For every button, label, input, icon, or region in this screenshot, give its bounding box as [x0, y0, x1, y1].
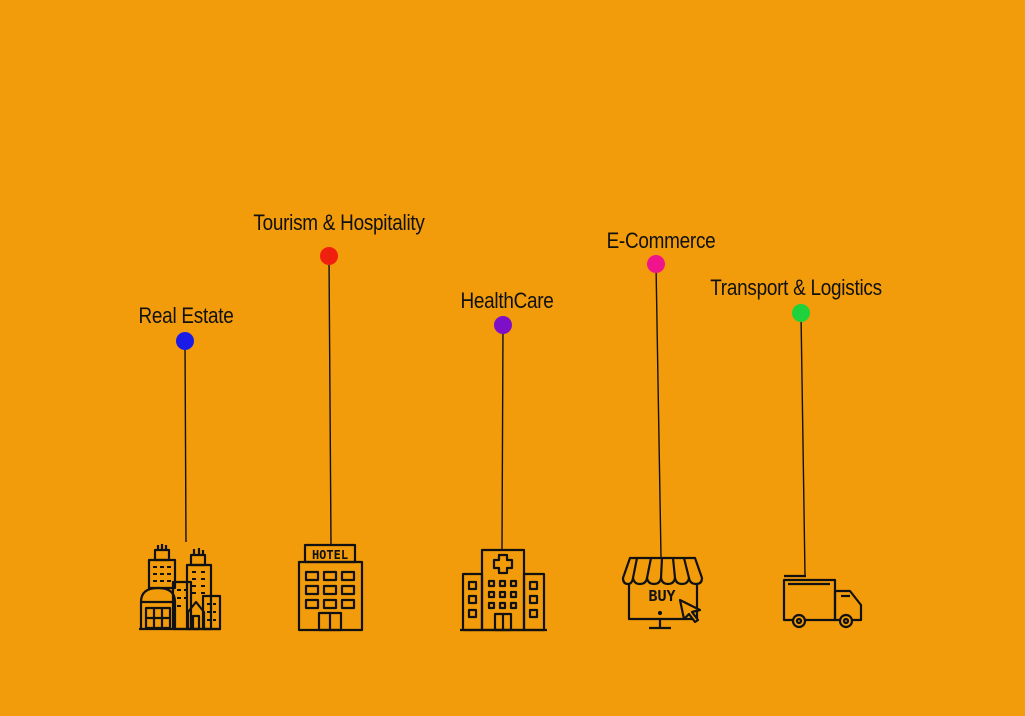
city-buildings-icon: [139, 544, 222, 631]
hotel-sign-text: HOTEL: [312, 548, 348, 562]
label-transport-logistics: Transport & Logistics: [710, 275, 882, 300]
online-shop-icon: [621, 556, 704, 630]
marker-dot-ecommerce: [647, 255, 665, 273]
connector-line-real-estate: [184, 340, 187, 543]
label-healthcare: HealthCare: [460, 288, 554, 313]
marker-dot-transport: [792, 304, 810, 322]
connector-line-tourism: [328, 255, 332, 546]
label-tourism-hospitality: Tourism & Hospitality: [253, 210, 425, 235]
hospital-icon: [460, 548, 547, 632]
connector-line-healthcare: [501, 324, 504, 551]
marker-dot-real-estate: [176, 332, 194, 350]
connector-line-transport: [800, 312, 806, 576]
marker-dot-healthcare: [494, 316, 512, 334]
shop-buy-text: BUY: [648, 587, 675, 605]
label-real-estate: Real Estate: [138, 303, 234, 328]
delivery-truck-icon: [782, 574, 863, 629]
hotel-icon: [297, 543, 364, 632]
connector-line-ecommerce: [655, 263, 662, 558]
label-ecommerce: E-Commerce: [606, 228, 716, 253]
marker-dot-tourism: [320, 247, 338, 265]
